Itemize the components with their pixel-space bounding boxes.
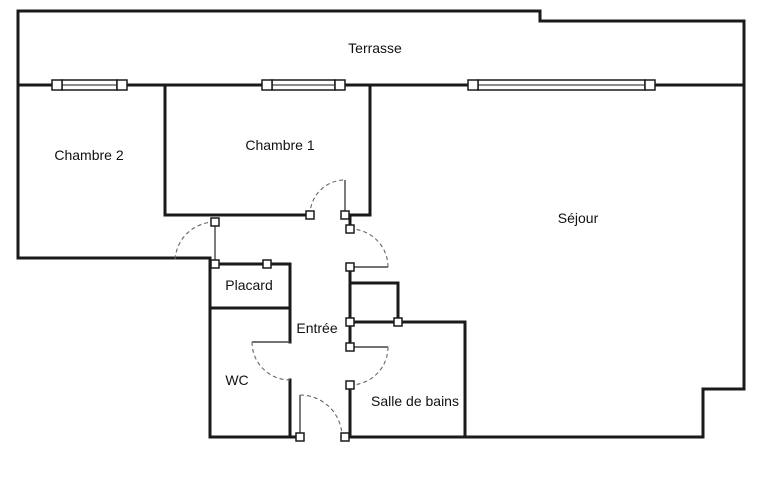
junction-marker bbox=[345, 380, 355, 390]
placard-wc-walls bbox=[208, 262, 292, 439]
room-label-chambre1: Chambre 1 bbox=[245, 137, 314, 153]
chambre1-door-arc bbox=[309, 179, 346, 216]
room-labels: Terrasse Chambre 2 Chambre 1 Séjour Plac… bbox=[54, 40, 598, 409]
junction-marker bbox=[210, 217, 220, 227]
junction-marker bbox=[262, 259, 272, 269]
junction-marker bbox=[345, 224, 355, 234]
sejour-door-arc bbox=[349, 228, 389, 268]
wc-door-arc bbox=[251, 341, 291, 381]
junction-marker bbox=[305, 210, 315, 220]
junction-marker bbox=[340, 210, 350, 220]
room-label-placard: Placard bbox=[225, 277, 272, 293]
junction-marker bbox=[345, 342, 355, 352]
windows bbox=[51, 79, 656, 91]
junction-marker bbox=[340, 432, 350, 442]
room-label-entree: Entrée bbox=[296, 320, 337, 336]
duct-box-walls bbox=[348, 281, 400, 324]
window-chambre1-icon bbox=[261, 79, 346, 91]
room-label-chambre2: Chambre 2 bbox=[54, 147, 123, 163]
front-door-arc bbox=[299, 394, 343, 438]
junction-marker bbox=[393, 317, 403, 327]
salle-de-bains-walls bbox=[348, 320, 467, 439]
junction-marker bbox=[295, 432, 305, 442]
junction-marker bbox=[210, 259, 220, 269]
door-leaves bbox=[214, 180, 388, 437]
door-swing-arcs bbox=[174, 179, 389, 438]
walls bbox=[16, 9, 746, 439]
wall-junction-markers bbox=[210, 210, 403, 442]
room-label-wc: WC bbox=[225, 372, 248, 388]
chambre2-door-arc bbox=[174, 221, 216, 263]
outer-wall bbox=[16, 9, 746, 439]
salle-de-bains-door-arc bbox=[349, 346, 389, 386]
window-chambre2-icon bbox=[51, 79, 128, 91]
room-label-terrasse: Terrasse bbox=[348, 40, 402, 56]
room-label-sejour: Séjour bbox=[558, 210, 599, 226]
window-sejour-icon bbox=[467, 79, 656, 91]
junction-marker bbox=[345, 262, 355, 272]
junction-marker bbox=[345, 317, 355, 327]
room-label-salle-de-bains: Salle de bains bbox=[371, 393, 459, 409]
